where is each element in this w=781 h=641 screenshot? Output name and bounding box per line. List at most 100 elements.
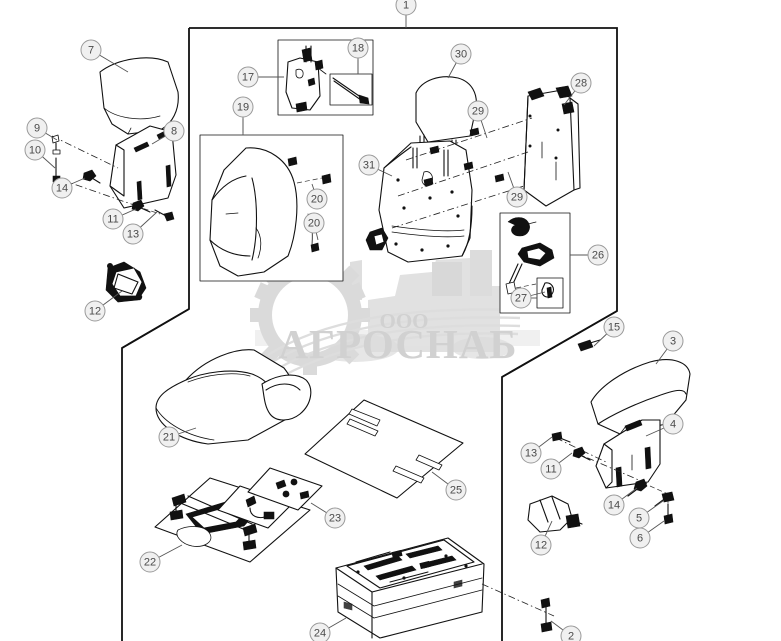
callout-10[interactable]: 10 — [24, 139, 56, 169]
callout-8[interactable]: 8 — [151, 120, 185, 145]
part-22-hardware-kit-plate — [154, 477, 311, 563]
callout-25[interactable]: 25 — [431, 471, 467, 501]
callout-bubble[interactable] — [122, 223, 144, 245]
part-26-buckle — [505, 242, 555, 295]
callout-17[interactable]: 17 — [237, 66, 284, 88]
callout-31[interactable]: 31 — [358, 154, 393, 177]
callout-bubble[interactable] — [560, 625, 582, 641]
callout-bubble[interactable] — [520, 442, 542, 464]
callout-number: 8 — [171, 126, 177, 138]
callout-bubble[interactable] — [26, 117, 48, 139]
part-23-fastener-kit — [247, 467, 323, 511]
callout-bubble[interactable] — [324, 507, 346, 529]
callout-bubble[interactable] — [445, 479, 467, 501]
callout-number: 27 — [515, 293, 527, 305]
callout-20[interactable]: 20 — [306, 183, 328, 210]
callout-bubble[interactable] — [139, 551, 161, 573]
callout-number: 25 — [450, 485, 462, 497]
callout-26[interactable]: 26 — [570, 244, 609, 266]
kit-contents-23 — [275, 478, 310, 500]
callout-4[interactable]: 4 — [645, 413, 684, 437]
part-13-screw-long-right — [551, 431, 571, 443]
callout-7[interactable]: 7 — [80, 39, 129, 73]
callout-27[interactable]: 27 — [510, 287, 546, 309]
callout-3[interactable]: 3 — [655, 330, 684, 365]
callout-bubble[interactable] — [450, 43, 472, 65]
callout-bubble[interactable] — [309, 622, 331, 641]
callout-bubble[interactable] — [510, 287, 532, 309]
callout-number: 20 — [308, 218, 320, 230]
callout-20[interactable]: 20 — [303, 212, 325, 241]
callout-24[interactable]: 24 — [309, 617, 347, 641]
callout-bubble[interactable] — [603, 316, 625, 338]
callout-bubble[interactable] — [24, 139, 46, 161]
callout-bubble[interactable] — [467, 100, 489, 122]
group-boundary — [121, 27, 618, 641]
callout-bubble[interactable] — [102, 208, 124, 230]
callout-18[interactable]: 18 — [347, 37, 369, 74]
callout-13[interactable]: 13 — [520, 436, 553, 464]
callout-bubble[interactable] — [395, 0, 417, 16]
callout-bubble[interactable] — [629, 527, 651, 549]
callout-bubble[interactable] — [506, 186, 528, 208]
part-14-nut-hex-left — [82, 169, 101, 184]
callout-bubble[interactable] — [84, 300, 106, 322]
part-26-seat-belt — [507, 217, 537, 237]
callout-bubble[interactable] — [158, 426, 180, 448]
callout-bubble[interactable] — [80, 39, 102, 61]
callout-12[interactable]: 12 — [84, 290, 123, 322]
callout-number: 12 — [89, 306, 101, 318]
callout-29[interactable]: 29 — [467, 100, 489, 139]
callout-30[interactable]: 30 — [447, 43, 472, 79]
callout-bubble[interactable] — [358, 154, 380, 176]
callout-14[interactable]: 14 — [51, 177, 86, 199]
callout-number: 20 — [311, 194, 323, 206]
part-13-screw-long-left — [154, 209, 175, 222]
callout-29[interactable]: 29 — [506, 171, 528, 208]
callout-bubble[interactable] — [540, 458, 562, 480]
part-4-armrest-bracket-right — [595, 419, 661, 489]
fasteners-right-armrest — [551, 431, 675, 525]
callout-number: 22 — [144, 557, 156, 569]
callout-12[interactable]: 12 — [530, 520, 553, 556]
callout-19[interactable]: 19 — [232, 96, 254, 133]
callout-15[interactable]: 15 — [593, 316, 625, 347]
callout-bubble[interactable] — [237, 66, 259, 88]
callout-number: 30 — [455, 49, 467, 61]
callout-21[interactable]: 21 — [158, 426, 197, 448]
callout-9[interactable]: 9 — [26, 117, 58, 141]
part-24-suspension-base — [335, 537, 555, 639]
base-mechanism-detail — [355, 545, 468, 583]
callout-bubble[interactable] — [587, 244, 609, 266]
callout-bubble[interactable] — [51, 177, 73, 199]
callout-13[interactable]: 13 — [122, 211, 158, 245]
callout-11[interactable]: 11 — [102, 208, 137, 230]
callout-22[interactable]: 22 — [139, 544, 183, 573]
callout-bubble[interactable] — [232, 96, 254, 118]
callout-bubble[interactable] — [163, 120, 185, 142]
callout-bubble[interactable] — [603, 494, 625, 516]
callout-number: 9 — [34, 123, 40, 135]
part-14-nut-hex-right — [627, 478, 648, 497]
callout-6[interactable]: 6 — [629, 520, 665, 549]
callout-bubble[interactable] — [347, 37, 369, 59]
callout-number: 13 — [127, 229, 139, 241]
callout-11[interactable]: 11 — [540, 452, 573, 480]
callout-bubble[interactable] — [306, 188, 328, 210]
callout-bubble[interactable] — [662, 330, 684, 352]
callout-23[interactable]: 23 — [310, 502, 346, 529]
callout-28[interactable]: 28 — [563, 72, 592, 106]
callout-bubble[interactable] — [570, 72, 592, 94]
callout-number: 14 — [608, 500, 620, 512]
callout-number: 13 — [525, 448, 537, 460]
callout-1[interactable]: 1 — [395, 0, 417, 28]
callout-2[interactable]: 2 — [550, 620, 582, 641]
callout-number: 6 — [637, 533, 643, 545]
gear-icon — [250, 255, 370, 375]
callout-5[interactable]: 5 — [628, 500, 664, 529]
swoosh-lines — [267, 308, 521, 378]
callout-14[interactable]: 14 — [603, 487, 638, 516]
callout-bubble[interactable] — [303, 212, 325, 234]
callout-bubble[interactable] — [530, 534, 552, 556]
callout-bubble[interactable] — [662, 413, 684, 435]
